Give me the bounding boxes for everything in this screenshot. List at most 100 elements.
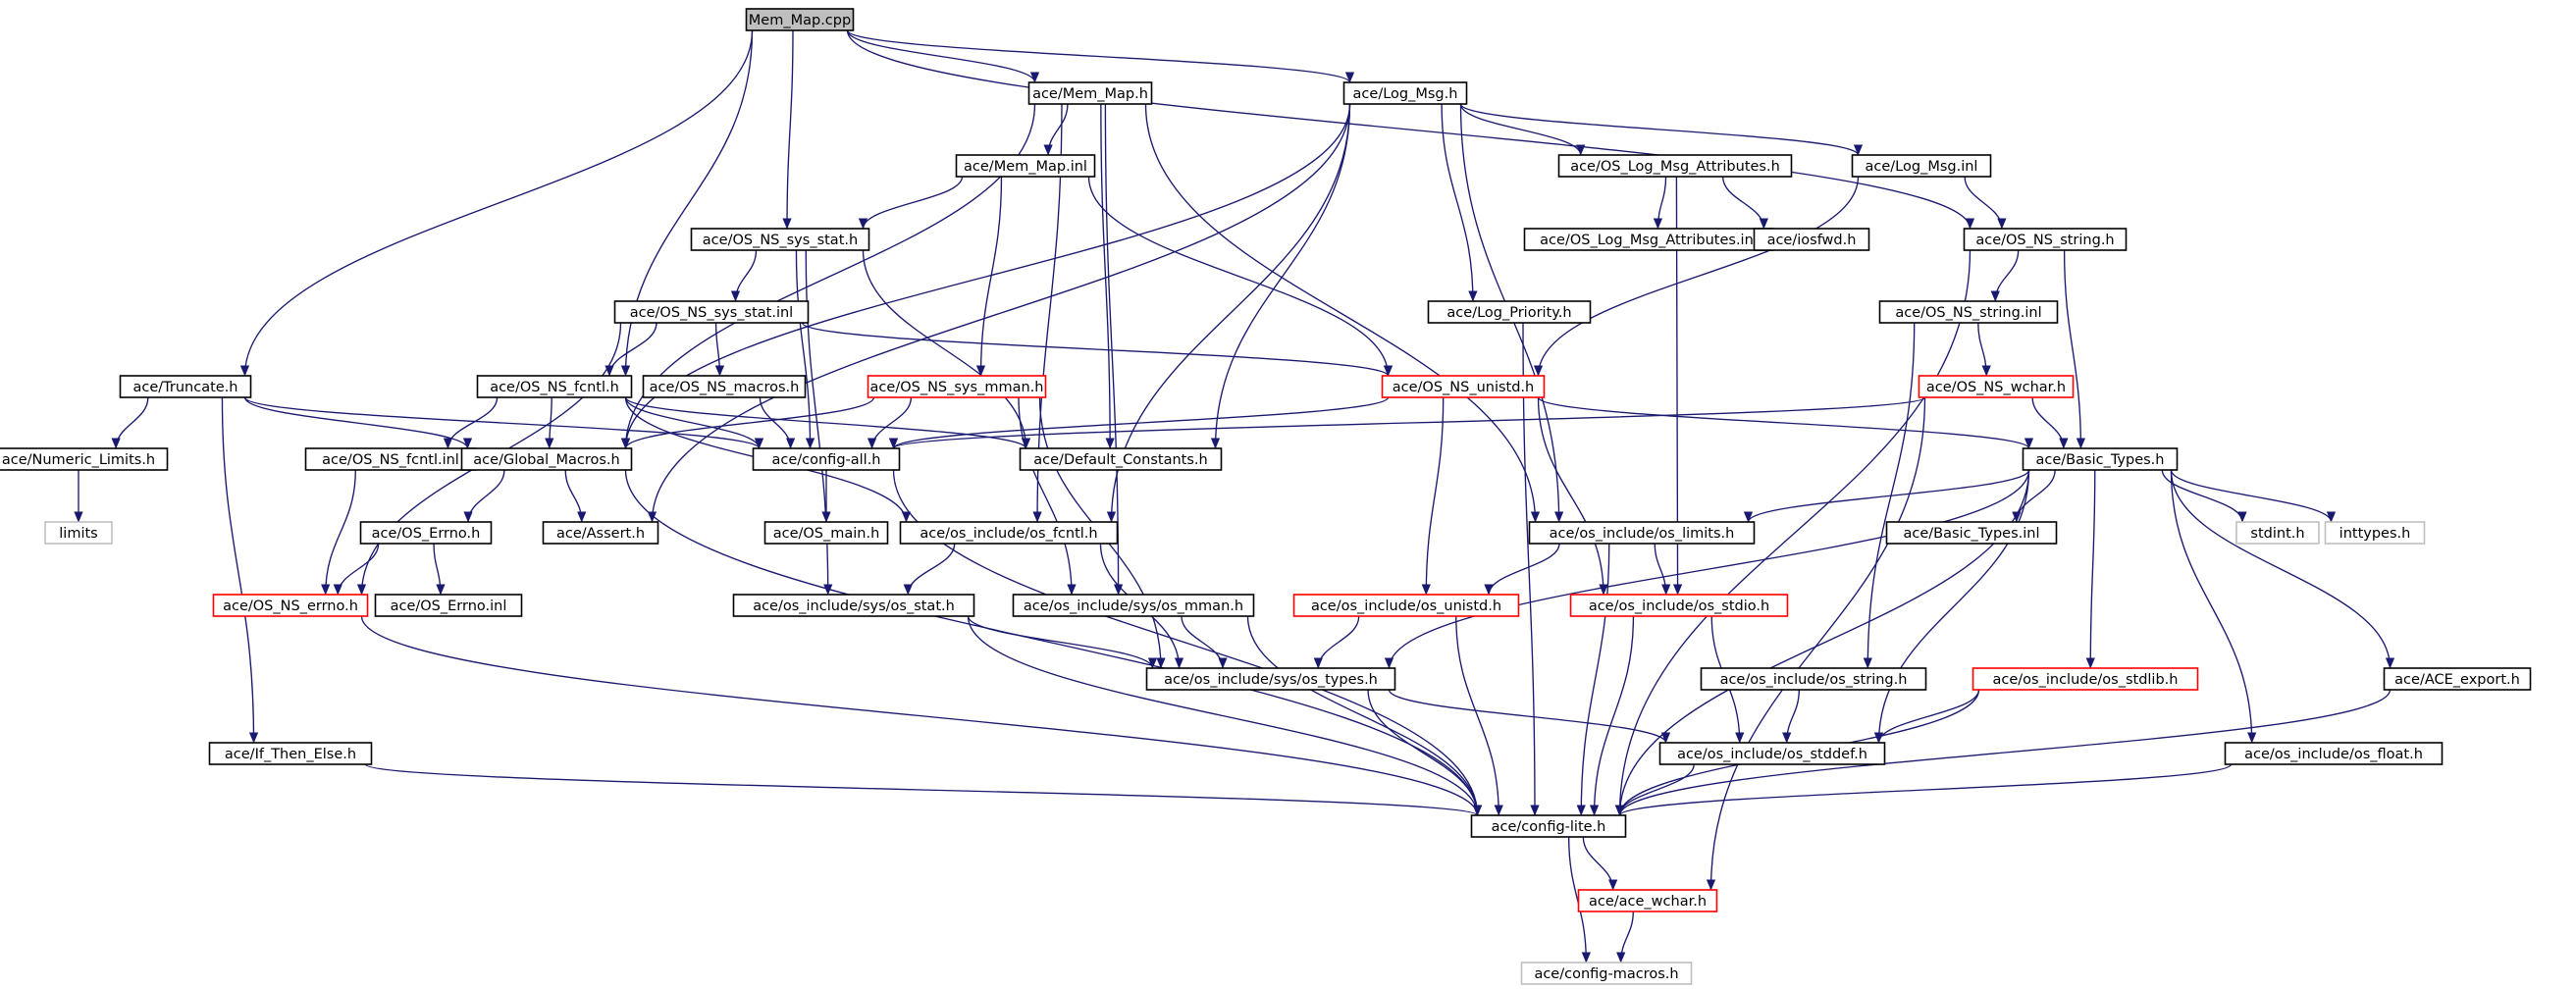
node-box <box>1658 742 1886 765</box>
edge-basic-types-h-to-basic-types-inl <box>2012 469 2056 523</box>
node-os-ns-fcntl-inl: ace/OS_NS_fcntl.inl <box>304 447 477 471</box>
node-box <box>2022 447 2179 471</box>
node-label: ace/OS_NS_wchar.h <box>1926 380 2066 395</box>
edge-log-msg-h-to-default-constants-h <box>1210 103 1351 449</box>
edge-os-ns-macros-h-to-config-all-h <box>759 396 796 449</box>
edge-os-ns-sys-stat-inl-to-os-ns-fcntl-h <box>605 322 657 377</box>
edge-basic-types-h-to-os-include-os-float-h <box>2170 469 2257 744</box>
edge-global-macros-h-to-assert-h <box>564 469 587 523</box>
node-box <box>690 228 870 251</box>
node-box <box>119 375 252 398</box>
node-config-lite-h: ace/config-lite.h <box>1470 814 1627 838</box>
node-box <box>374 594 523 617</box>
edge-os-include-os-string-h-to-os-include-os-stddef-h <box>1782 689 1800 744</box>
node-ace-export-h: ace/ACE_export.h <box>2383 667 2532 691</box>
edge-log-msg-h-to-log-priority-h <box>1441 103 1478 302</box>
file-nodes: Mem_Map.cpp ace/Mem_Map.h ace/Log_Msg.hace… <box>0 8 2532 985</box>
node-inttypes-h: inttypes.h <box>2324 521 2426 545</box>
edge-log-msg-h-to-os-log-msg-attr-h <box>1459 103 1586 156</box>
node-label: ace/OS_NS_string.inl <box>1895 305 2041 321</box>
edge-os-ns-unistd-h-to-os-include-os-unistd-h <box>1421 396 1445 596</box>
node-os-include-os-stddef-h: ace/os_include/os_stddef.h <box>1658 742 1886 765</box>
edge-basic-types-h-to-os-include-os-limits-h <box>1744 469 2030 523</box>
node-box <box>1528 521 1756 545</box>
edge-mem-map-h-to-default-constants-h <box>1100 103 1115 449</box>
node-box <box>1851 154 1992 178</box>
edge-mem-map-inl-to-os-ns-sys-stat-h <box>858 176 964 230</box>
edge-basic-types-h-to-inttypes-h <box>2170 469 2337 523</box>
node-label: ace/OS_NS_sys_stat.h <box>703 233 858 248</box>
edge-os-ns-sys-mman-h-to-global-macros-h <box>620 396 875 449</box>
edge-mem-map-cpp-to-mem-map-h <box>846 29 1040 83</box>
edge-os-ns-fcntl-h-to-config-all-h <box>624 396 764 449</box>
edge-os-include-os-stdio-h-to-config-lite-h <box>1589 615 1635 816</box>
edge-os-ns-sys-stat-inl-to-os-ns-unistd-h <box>801 322 1393 377</box>
edge-os-errno-h-to-os-ns-errno-h <box>333 543 380 596</box>
node-box <box>1342 81 1468 105</box>
edge-os-ns-wchar-h-to-ace-wchar-h <box>1706 396 1926 891</box>
node-box <box>1918 375 2075 398</box>
node-box <box>1145 667 1396 691</box>
node-box <box>460 447 633 471</box>
node-label: ace/Global_Macros.h <box>473 452 619 468</box>
node-box <box>1019 447 1223 471</box>
edge-os-ns-string-h-to-os-ns-string-inl <box>1990 249 2020 302</box>
edge-os-include-sys-os-types-h-to-os-include-os-stddef-h <box>1388 689 1670 744</box>
node-os-include-os-stdio-h: ace/os_include/os_stdio.h <box>1569 594 1789 617</box>
node-box <box>1027 81 1153 105</box>
node-os-include-sys-os-stat-h: ace/os_include/sys/os_stat.h <box>732 594 975 617</box>
edge-ace-wchar-h-to-config-macros-h <box>1616 911 1634 963</box>
edge-basic-types-h-to-os-include-os-stdlib-h <box>2085 469 2096 669</box>
edge-global-macros-h-to-os-errno-h <box>463 469 505 523</box>
node-box <box>1381 375 1546 398</box>
node-label: ace/Log_Priority.h <box>1446 305 1571 321</box>
node-label: ace/Log_Msg.inl <box>1866 159 1978 175</box>
edge-truncate-h-to-config-all-h <box>243 396 763 449</box>
node-os-ns-errno-h: ace/OS_NS_errno.h <box>212 594 369 617</box>
edge-os-ns-string-inl-to-os-ns-wchar-h <box>1977 322 1991 377</box>
node-label: ace/iosfwd.h <box>1767 233 1857 248</box>
node-box <box>1292 594 1520 617</box>
node-os-log-msg-attr-inl: ace/OS_Log_Msg_Attributes.inl <box>1523 228 1774 251</box>
node-ace-wchar-h: ace/ace_wchar.h <box>1577 889 1718 912</box>
node-box <box>0 447 169 471</box>
edge-os-include-os-fcntl-h-to-os-include-sys-os-stat-h <box>903 543 956 596</box>
edge-truncate-h-to-if-then-else-h <box>221 396 259 744</box>
node-label: ace/Default_Constants.h <box>1033 452 1207 468</box>
edge-os-ns-fcntl-inl-to-os-ns-errno-h <box>321 469 356 596</box>
node-os-errno-h: ace/OS_Errno.h <box>359 521 493 545</box>
edge-os-include-os-unistd-h-to-os-include-sys-os-types-h <box>1313 615 1360 669</box>
node-box <box>1427 300 1592 324</box>
edge-os-include-os-unistd-h-to-config-lite-h <box>1455 615 1503 816</box>
node-label: ace/ACE_export.h <box>2394 672 2520 688</box>
edge-os-ns-string-h-to-basic-types-h <box>2063 249 2086 449</box>
node-os-ns-fcntl-h: ace/OS_NS_fcntl.h <box>476 375 633 398</box>
node-os-include-os-unistd-h: ace/os_include/os_unistd.h <box>1292 594 1520 617</box>
node-box <box>1885 521 2058 545</box>
node-label: limits <box>59 526 97 542</box>
edge-os-ns-sys-stat-inl-to-os-ns-macros-h <box>714 322 725 377</box>
edge-os-ns-string-h-to-config-lite-h <box>1614 249 1971 816</box>
node-box <box>752 447 901 471</box>
edge-mem-map-h-to-mem-map-inl <box>1043 103 1069 156</box>
node-mem-map-h: ace/Mem_Map.h <box>1027 81 1153 105</box>
edge-log-msg-inl-to-os-ns-string-h <box>1964 176 2007 230</box>
node-label: ace/os_include/os_stdlib.h <box>1993 672 2179 688</box>
node-label: ace/Assert.h <box>556 526 645 542</box>
edge-os-errno-h-to-os-errno-inl <box>433 543 446 596</box>
node-default-constants-h: ace/Default_Constants.h <box>1019 447 1223 471</box>
edge-os-ns-sys-mman-h-to-os-include-sys-os-mman-h <box>1018 396 1077 596</box>
edge-log-msg-inl-to-os-ns-unistd-h <box>1533 176 1860 377</box>
node-box <box>1577 889 1718 912</box>
edge-os-include-sys-os-types-h-to-config-lite-h <box>1367 689 1483 816</box>
node-label: ace/OS_Log_Msg_Attributes.inl <box>1540 233 1758 248</box>
edge-mem-map-cpp-to-os-ns-string-h <box>846 29 1974 230</box>
node-label: ace/Log_Msg.h <box>1353 86 1458 102</box>
node-os-ns-string-inl: ace/OS_NS_string.inl <box>1878 300 2059 324</box>
edge-ace-export-h-to-config-lite-h <box>1615 689 2392 816</box>
node-label: ace/OS_Errno.h <box>372 526 481 542</box>
node-label: ace/OS_NS_sys_stat.inl <box>630 305 793 321</box>
edge-os-ns-sys-stat-h-to-config-all-h <box>795 249 815 449</box>
node-mem-map-cpp: Mem_Map.cpp <box>745 8 855 31</box>
node-mem-map-inl: ace/Mem_Map.inl <box>955 154 1096 178</box>
